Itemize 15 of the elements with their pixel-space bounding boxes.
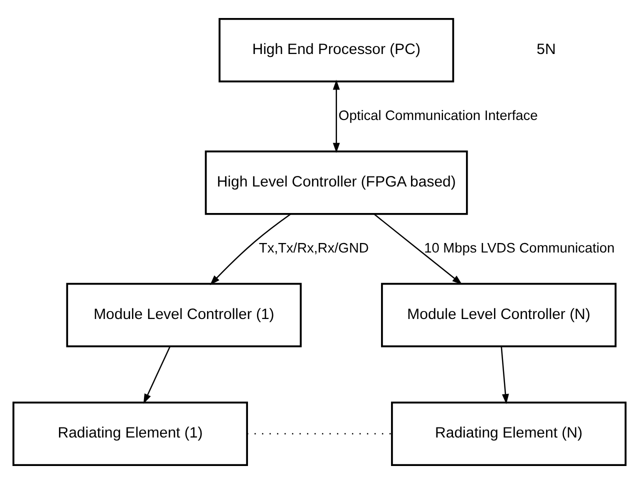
arrow	[332, 79, 340, 152]
edge-label: Tx,Tx/Rx,Rx/GND	[258, 240, 369, 255]
node-box: High Level Controller (FPGA based)	[204, 150, 468, 214]
arrow	[210, 213, 291, 285]
edge-label: 10 Mbps LVDS Communication	[424, 240, 615, 255]
label: 5N	[536, 40, 556, 58]
edge-label: Optical Communication Interface	[338, 107, 538, 122]
node-box: Module Level Controller (1)	[66, 282, 302, 347]
node-box: Radiating Element (N)	[391, 401, 627, 466]
arrow	[374, 213, 462, 284]
node-box: Module Level Controller (N)	[381, 282, 617, 347]
node-box: High End Processor (PC)	[218, 18, 454, 82]
arrow	[143, 346, 170, 404]
arrow	[500, 346, 509, 404]
node-box: Radiating Element (1)	[12, 401, 248, 466]
